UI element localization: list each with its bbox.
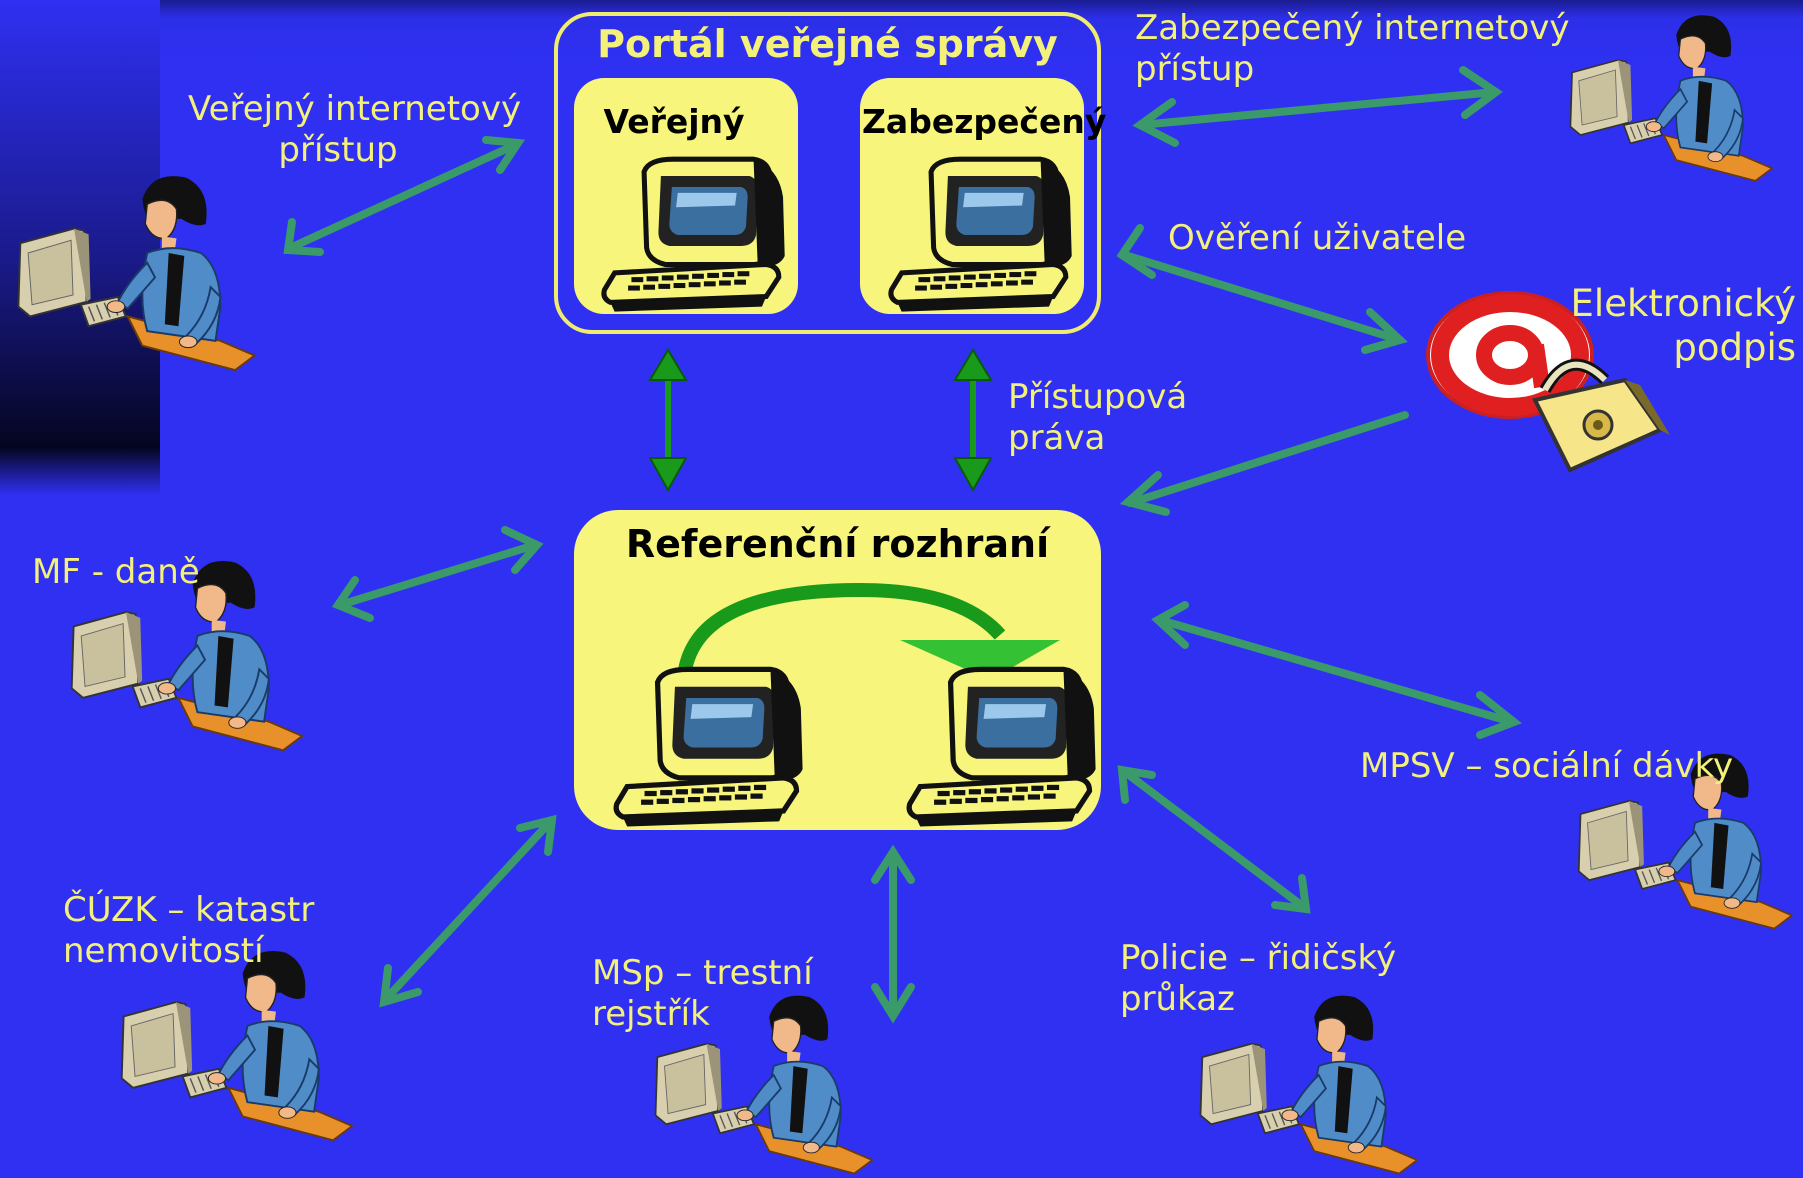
- curved-transfer-arrow-icon: [678, 582, 1060, 680]
- arrow-cuzk: [379, 814, 557, 1008]
- esig-label-line1: Elektronický: [1570, 282, 1796, 325]
- public-access-label-line2: přístup: [278, 130, 398, 170]
- mpsv-label: MPSV – sociální dávky: [1360, 746, 1734, 786]
- arrow-user-verification: [1116, 224, 1408, 354]
- cuzk-label-line1: ČÚZK – katastr: [63, 890, 315, 930]
- user-verification-label: Ověření uživatele: [1168, 218, 1467, 258]
- portal-title: Portál veřejné správy: [597, 22, 1058, 66]
- secure-access-label-line2: přístup: [1135, 49, 1255, 89]
- arrow-police: [1117, 765, 1311, 914]
- cuzk-label-line2: nemovitostí: [63, 931, 264, 971]
- arrow-signature-reference: [1119, 411, 1409, 516]
- arrow-portal-reference-right: [953, 348, 993, 493]
- access-rights-label-line2: práva: [1008, 418, 1106, 458]
- computer-terminal-icon: [585, 155, 800, 315]
- police-label: Policie – řidičský průkaz: [1120, 938, 1396, 1020]
- arrow-msp: [871, 844, 915, 1024]
- msp-label-line2: rejstřík: [592, 994, 710, 1034]
- cuzk-label: ČÚZK – katastr nemovitostí: [63, 890, 314, 972]
- person-at-computer-icon: [17, 175, 256, 372]
- arrow-public-access: [283, 136, 526, 256]
- secure-box-title: Zabezpečený: [862, 102, 1107, 141]
- person-at-computer-icon: [120, 950, 354, 1142]
- msp-label-line1: MSp – trestní: [592, 953, 813, 993]
- computer-terminal-icon: [893, 665, 1108, 830]
- computer-terminal-icon: [600, 665, 815, 830]
- mf-label: MF - daně: [32, 552, 200, 592]
- reference-title: Referenční rozhraní: [625, 522, 1050, 566]
- computer-terminal-icon: [872, 155, 1087, 315]
- portal-panel: [554, 12, 1101, 334]
- msp-label: MSp – trestní rejstřík: [592, 953, 813, 1035]
- esig-label-line2: podpis: [1673, 326, 1796, 369]
- access-rights-label: Přístupová práva: [1008, 377, 1187, 459]
- arrow-portal-reference-left: [648, 348, 688, 493]
- person-at-computer-icon: [1569, 14, 1773, 182]
- arrow-mf: [331, 526, 544, 622]
- secure-access-label-line1: Zabezpečený internetový: [1135, 8, 1570, 48]
- arrow-mpsv: [1151, 601, 1522, 739]
- public-access-label-line1: Veřejný internetový: [188, 89, 522, 129]
- secure-access-label: Zabezpečený internetový přístup: [1135, 8, 1570, 90]
- esig-label: Elektronický podpis: [1560, 282, 1796, 370]
- public-box-title: Veřejný: [603, 102, 745, 141]
- public-access-label: Veřejný internetový přístup: [188, 89, 522, 171]
- at-sign-padlock-icon: [1426, 291, 1670, 473]
- access-rights-label-line1: Přístupová: [1008, 377, 1188, 417]
- arrow-secure-access: [1132, 66, 1503, 147]
- police-label-line2: průkaz: [1120, 979, 1235, 1019]
- police-label-line1: Policie – řidičský: [1120, 938, 1397, 978]
